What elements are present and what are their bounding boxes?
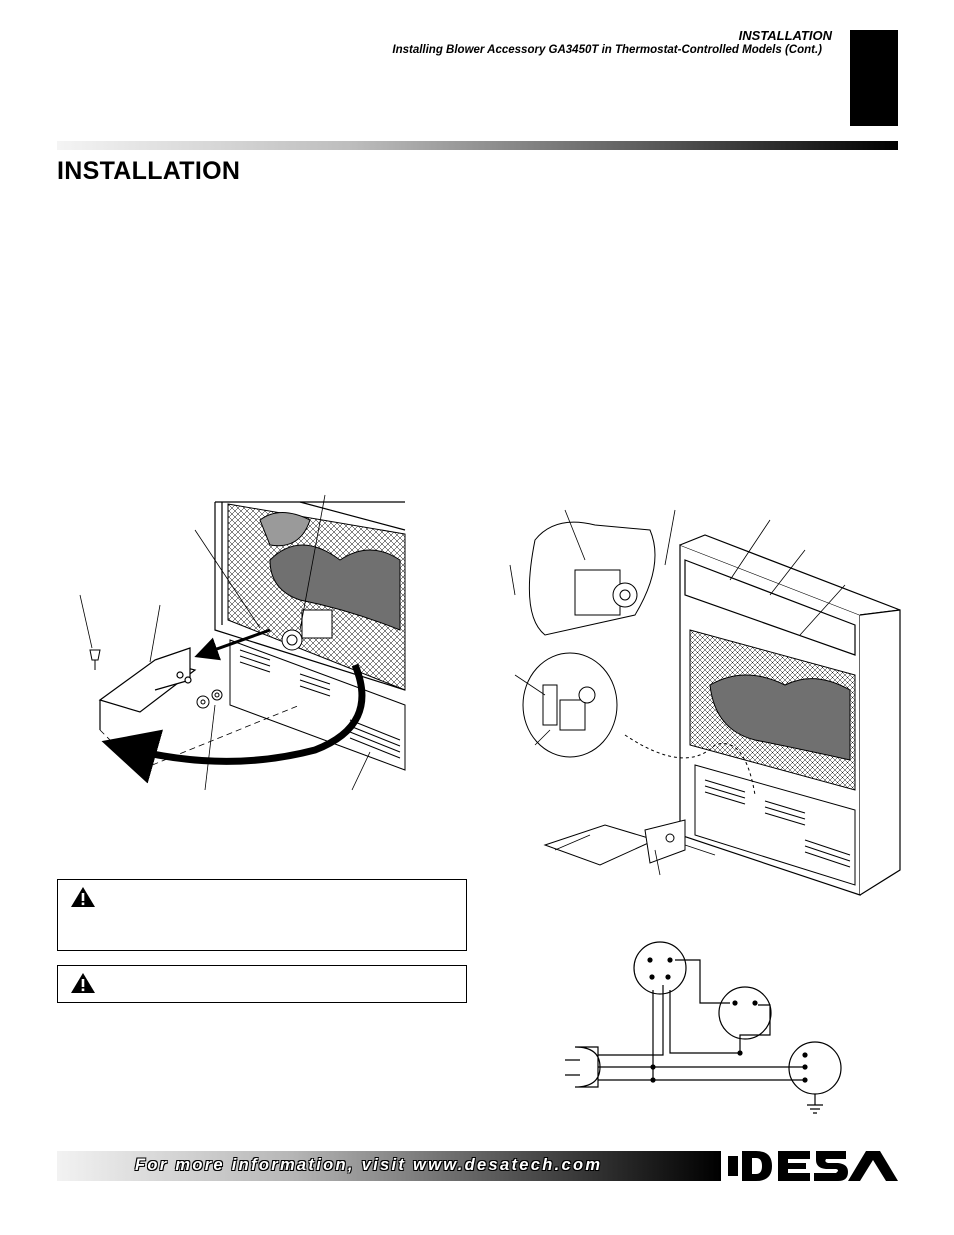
warning-triangle-icon xyxy=(71,887,95,907)
screw xyxy=(89,649,101,670)
dashed-guide xyxy=(99,704,301,771)
warning-box-1 xyxy=(57,879,467,951)
switch-bracket xyxy=(543,819,686,866)
rotation-arrow xyxy=(101,663,366,784)
heater-body-outline xyxy=(214,501,406,691)
header-rule xyxy=(57,141,898,150)
thermostat-knob xyxy=(281,609,333,651)
callout-lines xyxy=(509,509,846,876)
wiring-inset xyxy=(522,652,618,758)
power-plug xyxy=(574,1046,601,1088)
power-cord xyxy=(624,734,756,796)
louver-panel xyxy=(229,639,406,771)
page-title: INSTALLATION xyxy=(57,157,241,185)
callout-lines xyxy=(79,494,371,791)
insert-arrow xyxy=(194,628,271,661)
figure-control-module-mounting xyxy=(79,494,406,791)
blower-inset xyxy=(528,521,656,636)
thermostat-terminal xyxy=(633,941,687,995)
control-bracket xyxy=(98,647,197,730)
blower-motor-terminal xyxy=(718,986,772,1040)
footer-bar xyxy=(57,1151,721,1181)
receptacle-terminal xyxy=(788,1041,842,1095)
header-section-label: INSTALLATION xyxy=(738,28,832,43)
firebox-mesh xyxy=(227,503,406,691)
warning-box-2 xyxy=(57,965,467,1003)
louver-panel xyxy=(694,764,856,886)
desa-logo xyxy=(728,1151,898,1181)
washers xyxy=(196,689,223,709)
warning-triangle-icon xyxy=(71,973,95,993)
figure-blower-installation xyxy=(509,509,901,896)
section-tab-marker xyxy=(850,30,898,126)
footer-website-text: For more information, visit www.desatech… xyxy=(135,1156,603,1174)
figure-wiring-diagram xyxy=(565,941,842,1114)
header-subtitle: Installing Blower Accessory GA3450T in T… xyxy=(392,44,822,56)
firebox-mesh xyxy=(689,629,856,791)
